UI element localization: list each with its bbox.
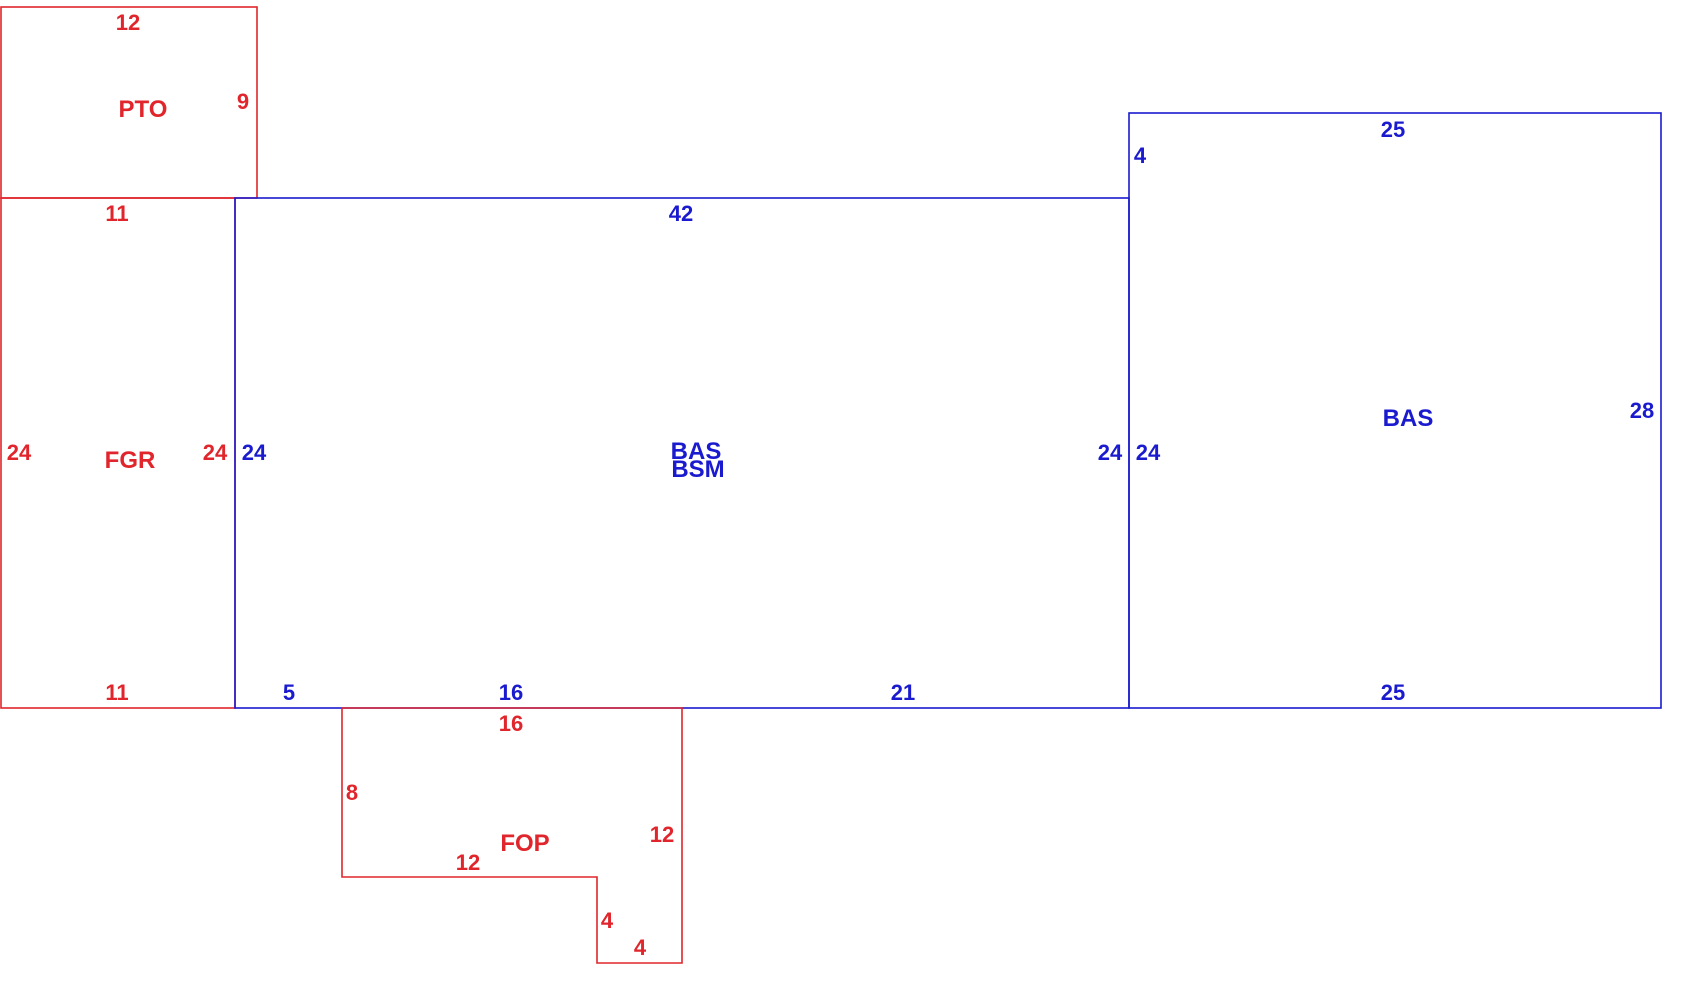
bas-bsm-dim-right: 24	[1098, 440, 1123, 465]
bas-bsm-dim-top: 42	[669, 201, 693, 226]
bas-bsm-label-bas: BAS	[671, 438, 722, 465]
area-fop: FOP 16 8 12 12 4 4	[341, 707, 683, 964]
pto-dim-right: 9	[237, 89, 249, 114]
bas-bsm-dim-left: 24	[242, 440, 267, 465]
fgr-label: FGR	[105, 447, 156, 474]
fop-dim-left: 8	[346, 780, 358, 805]
fop-dim-top: 16	[499, 711, 523, 736]
bas-east-label: BAS	[1383, 405, 1434, 432]
fop-outline	[341, 707, 683, 964]
fgr-dim-top: 11	[105, 201, 128, 226]
area-pto: PTO 12 9	[0, 6, 258, 199]
area-bas-east: BAS 4 25 24 28 25	[1128, 112, 1662, 709]
bas-east-dim-step: 4	[1134, 143, 1147, 168]
area-bas-bsm: BAS BSM 42 24 24 5 16 21	[234, 197, 1130, 709]
fgr-dim-bottom: 11	[105, 680, 128, 705]
bas-bsm-dim-bottom-a: 5	[283, 680, 295, 705]
bas-east-dim-right: 28	[1630, 398, 1654, 423]
pto-dim-top: 12	[116, 10, 140, 35]
bas-east-dim-top: 25	[1381, 117, 1405, 142]
bas-bsm-dim-bottom-c: 21	[891, 680, 915, 705]
bas-east-dim-bottom: 25	[1381, 680, 1405, 705]
bas-bsm-dim-bottom-b: 16	[499, 680, 523, 705]
fgr-dim-left: 24	[7, 440, 32, 465]
bas-east-outline	[1128, 112, 1662, 709]
fop-dim-inner-bottom: 12	[456, 850, 480, 875]
fop-dim-right: 12	[650, 822, 674, 847]
fop-dim-inner-side: 4	[601, 908, 614, 933]
bas-bsm-label-bsm: BSM	[671, 456, 724, 483]
area-fgr: FGR 11 24 24 11	[0, 197, 236, 709]
bas-east-dim-left: 24	[1136, 440, 1161, 465]
fop-dim-bottom: 4	[634, 935, 647, 960]
pto-label: PTO	[119, 96, 168, 123]
fgr-dim-right: 24	[203, 440, 228, 465]
fop-label: FOP	[500, 830, 549, 857]
